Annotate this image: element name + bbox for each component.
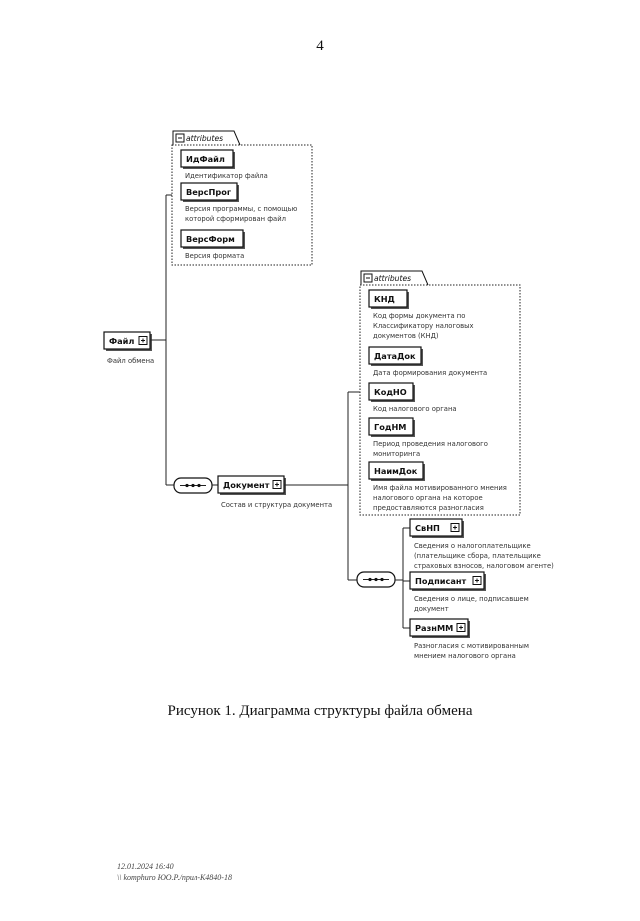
attributes-tab <box>360 270 429 286</box>
document-attribute-description: предоставляются разногласия <box>373 504 484 512</box>
document-attribute-description: Имя файла мотивированного мнения <box>373 484 507 492</box>
root-element-box-label: Файл <box>109 336 134 346</box>
attributes-panel <box>171 144 313 266</box>
root-attribute-box-label: ВерсФорм <box>186 234 235 244</box>
attributes-tab-label: attributes <box>186 134 223 143</box>
document-attribute-description: Код налогового органа <box>373 405 457 413</box>
root-attribute-box <box>180 182 238 201</box>
document-attribute-box-label: КНД <box>374 294 395 304</box>
document-attribute-description: Код формы документа по <box>373 312 465 320</box>
document-attribute-box <box>368 382 414 401</box>
root-attribute-box-label: ВерсПрог <box>186 187 232 197</box>
footer-timestamp: 12.01.2024 16:40 <box>117 862 174 871</box>
child-element-description: Сведения о налогоплательщике <box>414 542 531 550</box>
document-attribute-box <box>368 461 424 480</box>
sequence-compositor-dot <box>191 483 195 488</box>
sequence-compositor-dot <box>185 483 189 488</box>
root-attribute-description: Версия программы, с помощью <box>185 205 298 213</box>
sequence-compositor-dot <box>197 483 201 488</box>
children-sequence-compositor-dot <box>380 577 384 582</box>
document-element-box-label: Документ <box>223 480 270 490</box>
page-number: 4 <box>316 38 324 54</box>
root-attribute-box <box>180 149 234 168</box>
document-attribute-description: документов (КНД) <box>373 332 439 340</box>
child-element-box-label: РазнММ <box>415 623 453 633</box>
child-element-box-label: СвНП <box>415 523 440 533</box>
child-element-box <box>409 518 463 537</box>
document-attribute-box <box>368 346 422 365</box>
child-element-description: (плательщике сбора, плательщике <box>414 552 541 560</box>
document-attribute-box <box>368 289 408 308</box>
children-sequence-compositor-dot <box>374 577 378 582</box>
document-attribute-box <box>368 417 414 436</box>
child-element-box <box>409 571 485 590</box>
figure-caption: Рисунок 1. Диаграмма структуры файла обм… <box>167 703 473 719</box>
root-attribute-box <box>180 229 244 248</box>
child-element-box <box>409 618 469 637</box>
child-element-description: документ <box>414 605 449 613</box>
document-attribute-box-label: КодНО <box>374 387 407 397</box>
document-attribute-description: мониторинга <box>373 450 420 458</box>
root-attribute-box-label: ИдФайл <box>186 154 225 164</box>
document-attribute-box-label: ДатаДок <box>374 351 416 361</box>
root-element-description: Файл обмена <box>107 357 154 365</box>
document-attribute-description: Классификатору налоговых <box>373 322 474 330</box>
document-attribute-description: Период проведения налогового <box>373 440 488 448</box>
document-attribute-description: Дата формирования документа <box>373 369 487 377</box>
document-attribute-box-label: ГодНМ <box>374 422 406 432</box>
footer-path: \\ komphuro ЮО.Р./прил-К4840-18 <box>117 873 232 882</box>
child-element-description: Сведения о лице, подписавшем <box>414 595 529 603</box>
child-element-description: мнением налогового органа <box>414 652 516 660</box>
document-attribute-box-label: НаимДок <box>374 466 418 476</box>
child-element-description: страховых взносов, налоговом агенте) <box>414 562 554 570</box>
document-attribute-description: налогового органа на которое <box>373 494 483 502</box>
root-attribute-description: Версия формата <box>185 252 244 260</box>
root-attribute-description: Идентификатор файла <box>185 172 268 180</box>
attributes-tab-label: attributes <box>374 274 411 283</box>
document-element-description: Состав и структура документа <box>221 501 332 509</box>
child-element-box-label: Подписант <box>415 576 467 586</box>
attributes-tab <box>172 130 241 146</box>
children-sequence-compositor-dot <box>368 577 372 582</box>
root-attribute-description: которой сформирован файл <box>185 215 286 223</box>
child-element-description: Разногласия с мотивированным <box>414 642 529 650</box>
